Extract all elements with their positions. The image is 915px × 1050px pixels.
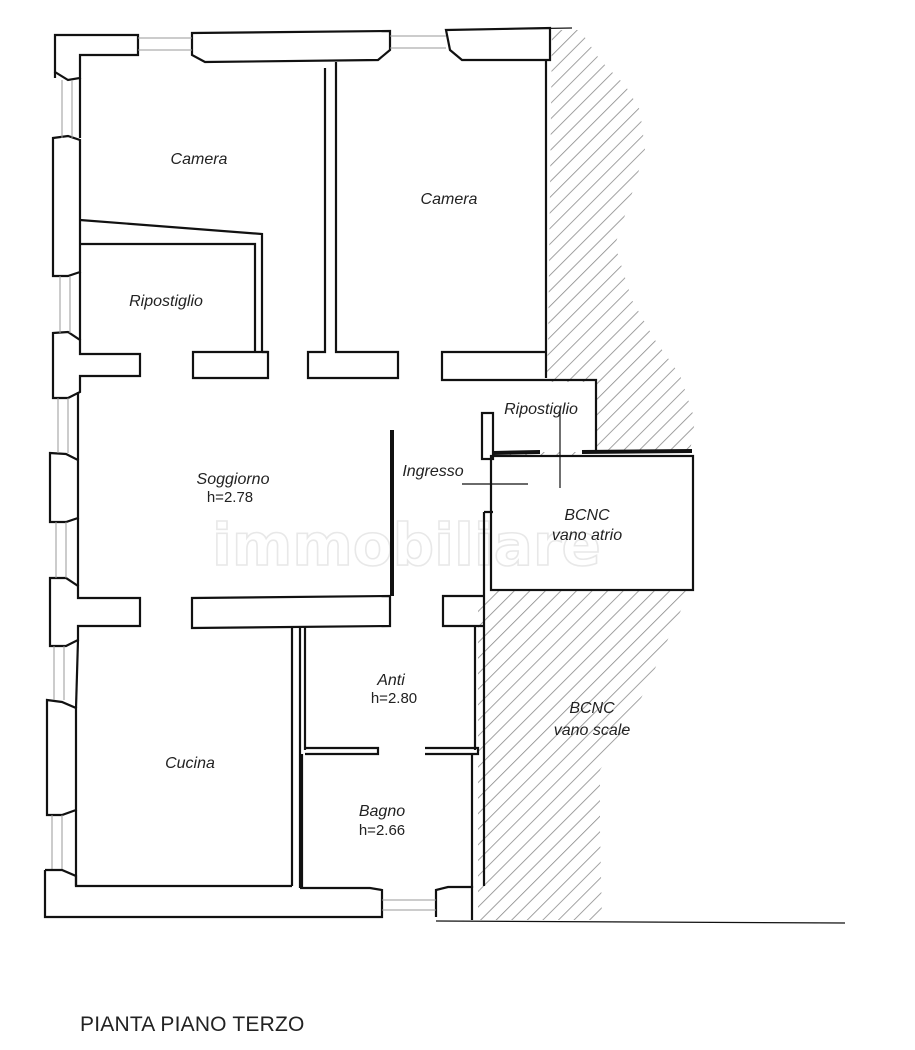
plan-caption: PIANTA PIANO TERZO	[80, 1013, 305, 1036]
label-bcnc-atrio: BCNC	[564, 507, 610, 524]
left-pier-1	[51, 72, 82, 278]
top-wall-middle	[190, 29, 392, 64]
left-pier-5	[45, 698, 78, 817]
label-ripostiglio-right: Ripostiglio	[504, 401, 578, 418]
left-pier-2	[51, 330, 142, 400]
label-camera-left: Camera	[171, 151, 228, 168]
bottom-wall-right	[434, 885, 474, 920]
label-bagno: Bagno	[359, 803, 405, 820]
label-anti: Anti	[376, 672, 405, 689]
left-inner-5	[74, 639, 80, 709]
label-bcnc-atrio-sub: vano atrio	[552, 527, 622, 544]
wall-soggiorno-bottom	[190, 594, 392, 630]
top-wall-left	[53, 33, 140, 82]
watermark: immobiliare	[212, 511, 601, 579]
wall-center-vertical	[306, 62, 400, 380]
label-bcnc-scale: BCNC	[569, 700, 615, 717]
riposto-right-stub	[480, 411, 495, 461]
wall-bagno	[300, 754, 474, 888]
left-pier-4	[48, 576, 142, 648]
bcnc-atrio-box	[489, 454, 695, 592]
bcnc-hatch-area	[493, 30, 695, 455]
wall-right-lower	[441, 510, 493, 886]
label-camera-right: Camera	[421, 191, 478, 208]
label-ingresso: Ingresso	[402, 463, 463, 480]
wall-camera-left-bottom	[79, 218, 264, 352]
riposto-right-door	[492, 450, 541, 455]
label-bcnc-scale-sub: vano scale	[554, 722, 631, 739]
label-cucina: Cucina	[165, 755, 215, 772]
left-pier-3	[48, 451, 80, 524]
outer-bottom-line	[435, 920, 846, 924]
label-bagno-height: h=2.66	[359, 822, 405, 839]
label-anti-height: h=2.80	[371, 690, 417, 707]
bcnc-scale-hatch	[478, 590, 690, 920]
label-soggiorno-height: h=2.78	[207, 489, 253, 506]
label-ripostiglio-left: Ripostiglio	[129, 293, 203, 310]
bottom-wall-left	[43, 868, 384, 919]
top-wall-right	[444, 26, 552, 62]
riposto-right-door-2	[581, 449, 693, 454]
wall-riposto-left-bottom	[191, 350, 270, 380]
wall-cucina-right	[290, 628, 302, 888]
wall-anti	[303, 626, 480, 756]
label-soggiorno: Soggiorno	[197, 471, 270, 488]
wall-camera-right	[440, 60, 598, 452]
